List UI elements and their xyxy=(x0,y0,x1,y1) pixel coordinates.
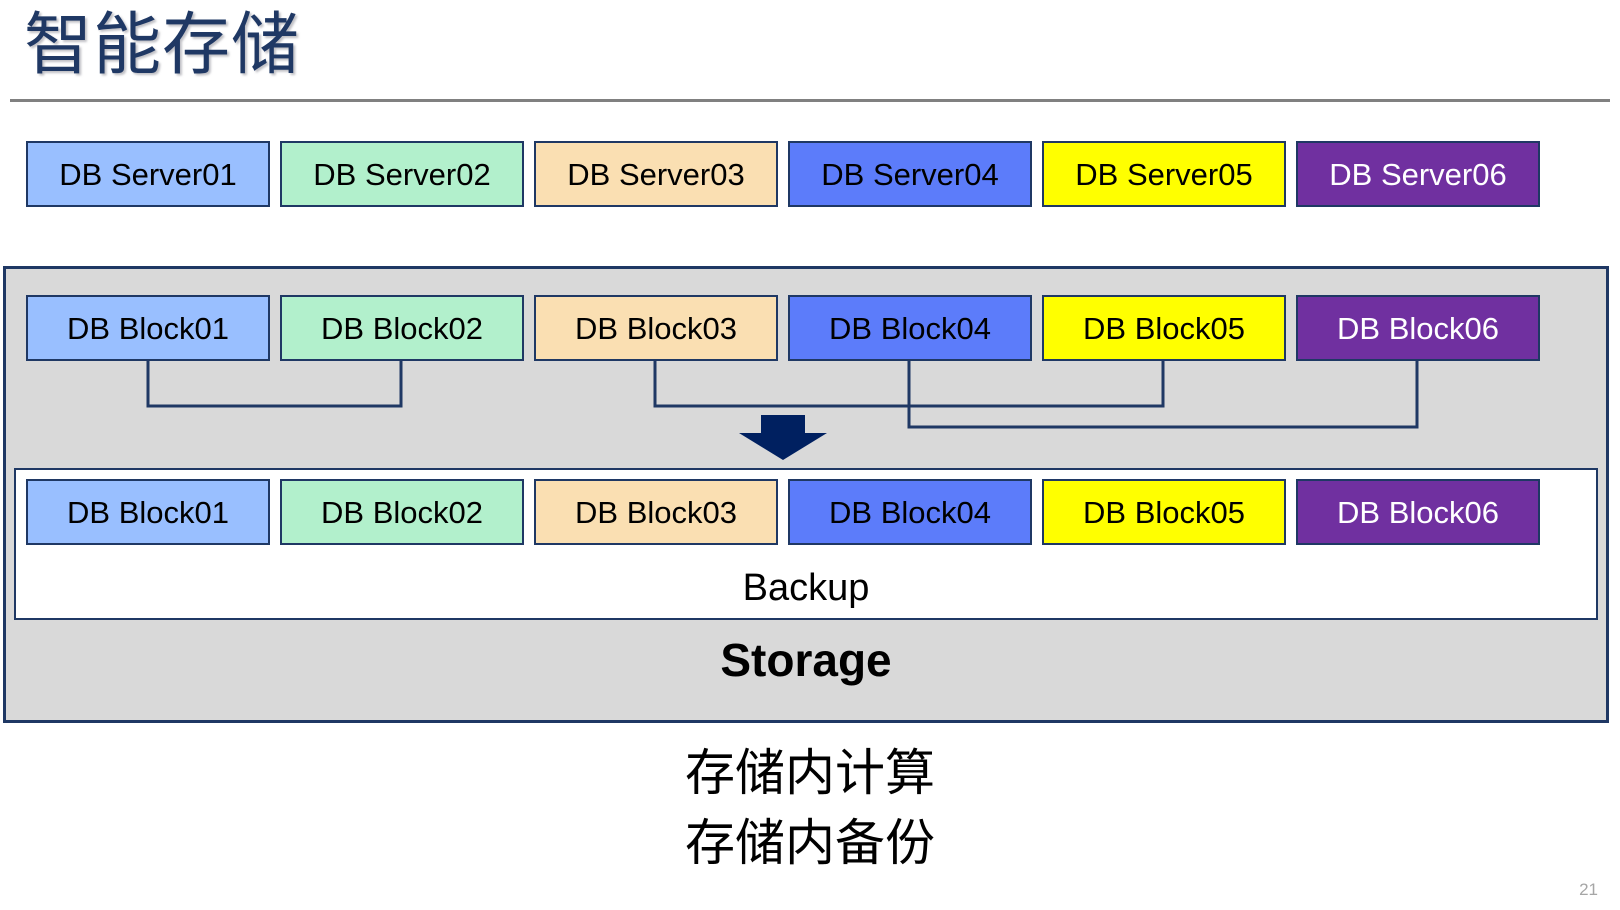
db-backup-block-box-5[interactable]: DB Block05 xyxy=(1042,479,1286,545)
db-block-box-label: DB Block06 xyxy=(1337,310,1499,346)
db-server-box-label: DB Server06 xyxy=(1329,156,1507,192)
db-block-box-3[interactable]: DB Block03 xyxy=(534,295,778,361)
db-block-box-1[interactable]: DB Block01 xyxy=(26,295,270,361)
db-backup-block-box-label: DB Block01 xyxy=(67,494,229,530)
caption-block: 存储内计算 存储内备份 xyxy=(0,738,1620,878)
db-server-box-5[interactable]: DB Server05 xyxy=(1042,141,1286,207)
db-server-box-label: DB Server04 xyxy=(821,156,999,192)
page-number: 21 xyxy=(1579,880,1598,899)
db-server-box-1[interactable]: DB Server01 xyxy=(26,141,270,207)
db-server-box-3[interactable]: DB Server03 xyxy=(534,141,778,207)
title-divider xyxy=(10,99,1610,102)
db-backup-block-box-label: DB Block05 xyxy=(1083,494,1245,530)
db-server-box-label: DB Server05 xyxy=(1075,156,1253,192)
db-block-box-label: DB Block05 xyxy=(1083,310,1245,346)
db-server-box-label: DB Server02 xyxy=(313,156,491,192)
db-backup-block-box-6[interactable]: DB Block06 xyxy=(1296,479,1540,545)
db-server-box-label: DB Server03 xyxy=(567,156,745,192)
db-backup-block-box-label: DB Block03 xyxy=(575,494,737,530)
db-block-box-6[interactable]: DB Block06 xyxy=(1296,295,1540,361)
caption-line-1: 存储内计算 xyxy=(685,745,935,801)
db-backup-block-box-1[interactable]: DB Block01 xyxy=(26,479,270,545)
db-server-box-6[interactable]: DB Server06 xyxy=(1296,141,1540,207)
db-block-box-label: DB Block01 xyxy=(67,310,229,346)
storage-label: Storage xyxy=(720,634,892,686)
db-block-box-4[interactable]: DB Block04 xyxy=(788,295,1032,361)
db-server-box-4[interactable]: DB Server04 xyxy=(788,141,1032,207)
db-block-box-2[interactable]: DB Block02 xyxy=(280,295,524,361)
db-backup-block-box-label: DB Block02 xyxy=(321,494,483,530)
page-title: 智能存储 xyxy=(24,7,301,83)
backup-label: Backup xyxy=(742,567,870,609)
db-backup-block-box-label: DB Block06 xyxy=(1337,494,1499,530)
db-backup-block-box-label: DB Block04 xyxy=(829,494,991,530)
db-server-box-label: DB Server01 xyxy=(59,156,237,192)
db-block-box-label: DB Block02 xyxy=(321,310,483,346)
caption-line-2: 存储内备份 xyxy=(685,815,935,871)
db-block-box-5[interactable]: DB Block05 xyxy=(1042,295,1286,361)
db-backup-block-box-3[interactable]: DB Block03 xyxy=(534,479,778,545)
db-server-box-2[interactable]: DB Server02 xyxy=(280,141,524,207)
block-connectors xyxy=(146,361,1419,460)
db-backup-block-box-2[interactable]: DB Block02 xyxy=(280,479,524,545)
db-block-box-label: DB Block03 xyxy=(575,310,737,346)
db-backup-block-box-4[interactable]: DB Block04 xyxy=(788,479,1032,545)
db-block-box-label: DB Block04 xyxy=(829,310,991,346)
down-arrow-icon xyxy=(739,415,827,460)
